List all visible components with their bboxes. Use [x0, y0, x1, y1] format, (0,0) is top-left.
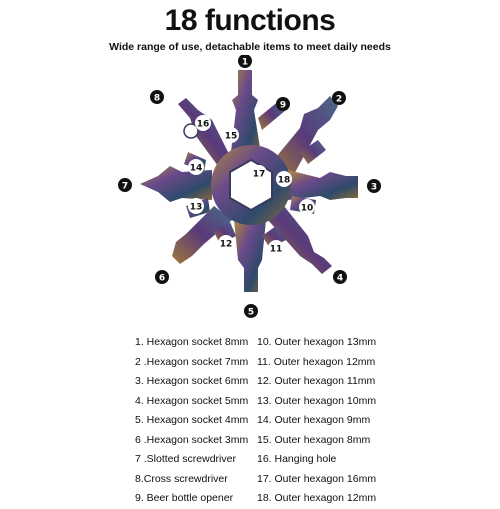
page-title: 18 functions: [164, 4, 336, 37]
callout-3-label: 3: [371, 183, 377, 193]
arm-top-right: [272, 96, 338, 178]
callout-8-label: 8: [154, 94, 160, 104]
legend-item: 9. Beer bottle opener: [135, 492, 234, 504]
callout-6: 6: [155, 270, 169, 284]
arm-right: [288, 170, 358, 200]
legend-column-right: 10. Outer hexagon 13mm 11. Outer hexagon…: [257, 333, 376, 509]
legend-item: 5. Hexagon socket 4mm: [135, 414, 249, 426]
inner-label-11-text: 11: [270, 245, 283, 255]
inner-labels: 10 11 12 13 14 15 16 17 18: [188, 115, 315, 256]
inner-label-13-text: 13: [190, 203, 203, 213]
arm-bottom-left: [172, 206, 232, 264]
outer-callouts: 1 2 3 4 5 6 7 8 9: [118, 54, 381, 318]
inner-label-10: 10: [299, 199, 315, 215]
arm-top-left: [178, 98, 232, 166]
inner-label-10-text: 10: [301, 204, 314, 214]
inner-label-17-text: 17: [253, 170, 266, 180]
arm-left: [140, 166, 212, 202]
arm-bottom: [234, 220, 266, 292]
legend-item: 1. Hexagon socket 8mm: [135, 336, 249, 348]
inner-label-18-text: 18: [278, 176, 291, 186]
callout-9: 9: [276, 97, 290, 111]
legend-column-left: 1. Hexagon socket 8mm 2 .Hexagon socket …: [135, 333, 248, 509]
callout-1-label: 1: [242, 58, 248, 68]
legend-item: 7 .Slotted screwdriver: [135, 453, 236, 465]
callout-7-label: 7: [122, 182, 128, 192]
legend-item: 8.Cross screwdriver: [135, 472, 228, 485]
inner-label-12: 12: [218, 235, 234, 251]
callout-9-label: 9: [280, 101, 286, 111]
inner-label-17: 17: [251, 165, 267, 181]
inner-label-16: 16: [195, 115, 211, 131]
legend-item: 16. Hanging hole: [257, 453, 337, 465]
inner-label-15: 15: [223, 127, 239, 143]
snowflake-tool-illustration: 1 2 3 4 5 6 7 8 9 10 11 12 13 14 15 16 1…: [110, 54, 390, 320]
callout-7: 7: [118, 178, 132, 192]
legend-item: 15. Outer hexagon 8mm: [257, 433, 371, 446]
callout-4: 4: [333, 270, 347, 284]
callout-6-label: 6: [159, 274, 165, 284]
legend-item: 2 .Hexagon socket 7mm: [135, 355, 249, 368]
page-subtitle: Wide range of use, detachable items to m…: [109, 41, 391, 53]
legend-item: 18. Outer hexagon 12mm: [257, 492, 377, 504]
inner-label-16-text: 16: [197, 120, 210, 130]
callout-2-label: 2: [336, 95, 342, 105]
legend-item: 10. Outer hexagon 13mm: [257, 336, 377, 348]
inner-label-12-text: 12: [220, 240, 233, 250]
center-hex-hole: [229, 158, 273, 212]
legend-item: 4. Hexagon socket 5mm: [135, 394, 249, 407]
callout-2: 2: [332, 91, 346, 105]
inner-label-13: 13: [188, 198, 204, 214]
callout-5: 5: [244, 304, 258, 318]
snowflake-tool-svg: 1 2 3 4 5 6 7 8 9 10 11 12 13 14 15 16 1…: [118, 54, 381, 318]
inner-label-11: 11: [268, 240, 284, 256]
hanging-hole: [183, 123, 199, 139]
inner-label-14-text: 14: [190, 164, 203, 174]
callout-5-label: 5: [248, 308, 254, 318]
callout-1: 1: [238, 54, 252, 68]
legend-item: 3. Hexagon socket 6mm: [135, 375, 249, 387]
legend-item: 17. Outer hexagon 16mm: [257, 472, 377, 485]
legend-item: 11. Outer hexagon 12mm: [257, 355, 376, 368]
arm-bottom-right: [268, 206, 332, 274]
legend-item: 13. Outer hexagon 10mm: [257, 394, 377, 407]
inner-label-14: 14: [188, 159, 204, 175]
legend-item: 14. Outer hexagon 9mm: [257, 414, 371, 426]
callout-4-label: 4: [337, 274, 343, 284]
legend-item: 12. Outer hexagon 11mm: [257, 375, 376, 387]
inner-label-18: 18: [276, 171, 292, 187]
inner-label-15-text: 15: [225, 132, 238, 142]
callout-8: 8: [150, 90, 164, 104]
callout-3: 3: [367, 179, 381, 193]
branch-right-upper: [300, 140, 326, 164]
legend-item: 6 .Hexagon socket 3mm: [135, 433, 249, 446]
